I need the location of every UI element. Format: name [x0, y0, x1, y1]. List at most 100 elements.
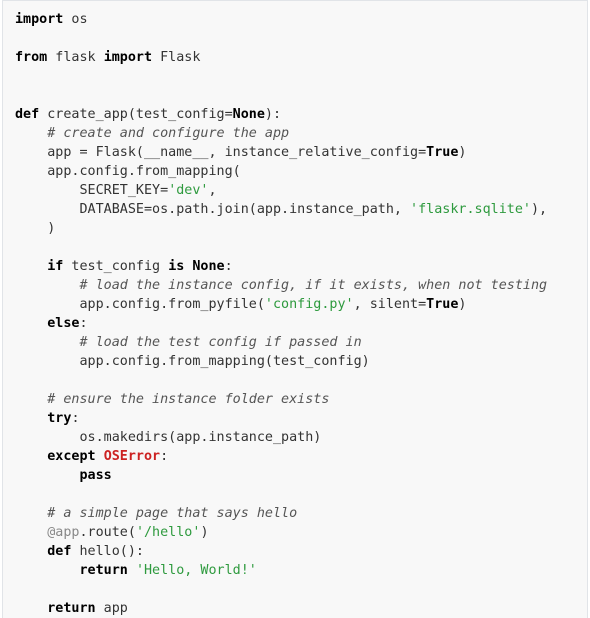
- text-token: create_app(test_config=: [39, 107, 233, 122]
- keyword-token: return: [47, 601, 96, 616]
- code-line: def create_app(test_config=None):: [15, 105, 587, 124]
- keyword-token: is: [168, 259, 185, 274]
- code-line: import os: [15, 10, 587, 29]
- text-token: :: [224, 259, 233, 274]
- text-token: DATABASE=os.path.join(app.instance_path,: [15, 202, 411, 217]
- code-line: app = Flask(__name__, instance_relative_…: [15, 143, 587, 162]
- code-line: except OSError:: [15, 447, 587, 466]
- text-token: [15, 506, 47, 521]
- text-token: ): [15, 221, 56, 236]
- keyword-token: None: [232, 107, 265, 122]
- code-line: # a simple page that says hello: [15, 504, 587, 523]
- text-token: [15, 449, 47, 464]
- code-line: app.config.from_mapping(test_config): [15, 352, 587, 371]
- string-token: 'flaskr.sqlite': [410, 202, 531, 217]
- text-token: :: [79, 316, 88, 331]
- code-line: from flask import Flask: [15, 48, 587, 67]
- keyword-token: True: [426, 297, 459, 312]
- comment-token: # load the test config if passed in: [79, 335, 362, 350]
- keyword-token: True: [426, 145, 459, 160]
- code-line: # ensure the instance folder exists: [15, 390, 587, 409]
- string-token: 'config.py': [264, 297, 354, 312]
- text-token: flask: [47, 50, 104, 65]
- comment-token: # a simple page that says hello: [47, 506, 298, 521]
- text-token: Flask: [152, 50, 201, 65]
- text-token: .route(: [79, 525, 136, 540]
- code-line: DATABASE=os.path.join(app.instance_path,…: [15, 200, 587, 219]
- decorator-token: @app: [47, 525, 80, 540]
- code-line: SECRET_KEY='dev',: [15, 181, 587, 200]
- text-token: [96, 449, 104, 464]
- text-token: [15, 335, 80, 350]
- keyword-token: pass: [79, 468, 112, 483]
- code-line: [15, 29, 587, 48]
- keyword-token: from: [15, 50, 48, 65]
- text-token: ,: [208, 183, 217, 198]
- code-line: # load the test config if passed in: [15, 333, 587, 352]
- code-line: def hello():: [15, 542, 587, 561]
- keyword-token: return: [79, 563, 128, 578]
- text-token: hello():: [71, 544, 144, 559]
- code-line: try:: [15, 409, 587, 428]
- text-token: [15, 126, 47, 141]
- text-token: ): [458, 145, 467, 160]
- code-line: pass: [15, 466, 587, 485]
- text-token: ):: [264, 107, 282, 122]
- text-token: SECRET_KEY=: [15, 183, 169, 198]
- string-token: 'dev': [168, 183, 209, 198]
- comment-token: # load the instance config, if it exists…: [79, 278, 548, 293]
- text-token: app = Flask(__name__, instance_relative_…: [15, 145, 427, 160]
- code-line: @app.route('/hello'): [15, 523, 587, 542]
- code-line: [15, 580, 587, 599]
- text-token: [15, 468, 80, 483]
- comment-token: # create and configure the app: [47, 126, 290, 141]
- keyword-token: import: [103, 50, 153, 65]
- text-token: app: [95, 601, 128, 616]
- text-token: [15, 525, 47, 540]
- code-lines: import os from flask import Flask def cr…: [15, 10, 587, 618]
- text-token: , silent=: [353, 297, 427, 312]
- text-token: os.makedirs(app.instance_path): [15, 430, 322, 445]
- keyword-token: try: [47, 411, 72, 426]
- code-line: [15, 485, 587, 504]
- keyword-token: def: [47, 544, 72, 559]
- text-token: ): [200, 525, 209, 540]
- comment-token: # ensure the instance folder exists: [47, 392, 330, 407]
- code-line: ): [15, 219, 587, 238]
- text-token: [128, 563, 136, 578]
- code-line: # load the instance config, if it exists…: [15, 276, 587, 295]
- code-line: # create and configure the app: [15, 124, 587, 143]
- keyword-token: def: [15, 107, 40, 122]
- text-token: [15, 601, 47, 616]
- text-token: [15, 259, 47, 274]
- text-token: test_config: [63, 259, 169, 274]
- keyword-token: if: [47, 259, 64, 274]
- code-line: else:: [15, 314, 587, 333]
- code-line: os.makedirs(app.instance_path): [15, 428, 587, 447]
- keyword-token: except: [47, 449, 96, 464]
- keyword-token: import: [15, 12, 64, 27]
- text-token: ): [458, 297, 467, 312]
- code-line: [15, 67, 587, 86]
- keyword-token: None: [192, 259, 225, 274]
- text-token: [15, 563, 80, 578]
- string-token: 'Hello, World!': [135, 563, 257, 578]
- text-token: app.config.from_pyfile(: [15, 297, 265, 312]
- keyword-token: else: [47, 316, 80, 331]
- code-line: app.config.from_mapping(: [15, 162, 587, 181]
- code-line: return app: [15, 599, 587, 618]
- text-token: [15, 316, 47, 331]
- text-token: ),: [530, 202, 548, 217]
- text-token: [15, 278, 80, 293]
- code-line: if test_config is None:: [15, 257, 587, 276]
- text-token: :: [160, 449, 169, 464]
- text-token: [15, 392, 47, 407]
- text-token: os: [63, 12, 88, 27]
- text-token: [15, 544, 47, 559]
- text-token: :: [71, 411, 80, 426]
- code-line: [15, 238, 587, 257]
- code-line: app.config.from_pyfile('config.py', sile…: [15, 295, 587, 314]
- exception-token: OSError: [103, 449, 161, 464]
- text-token: app.config.from_mapping(: [15, 164, 241, 179]
